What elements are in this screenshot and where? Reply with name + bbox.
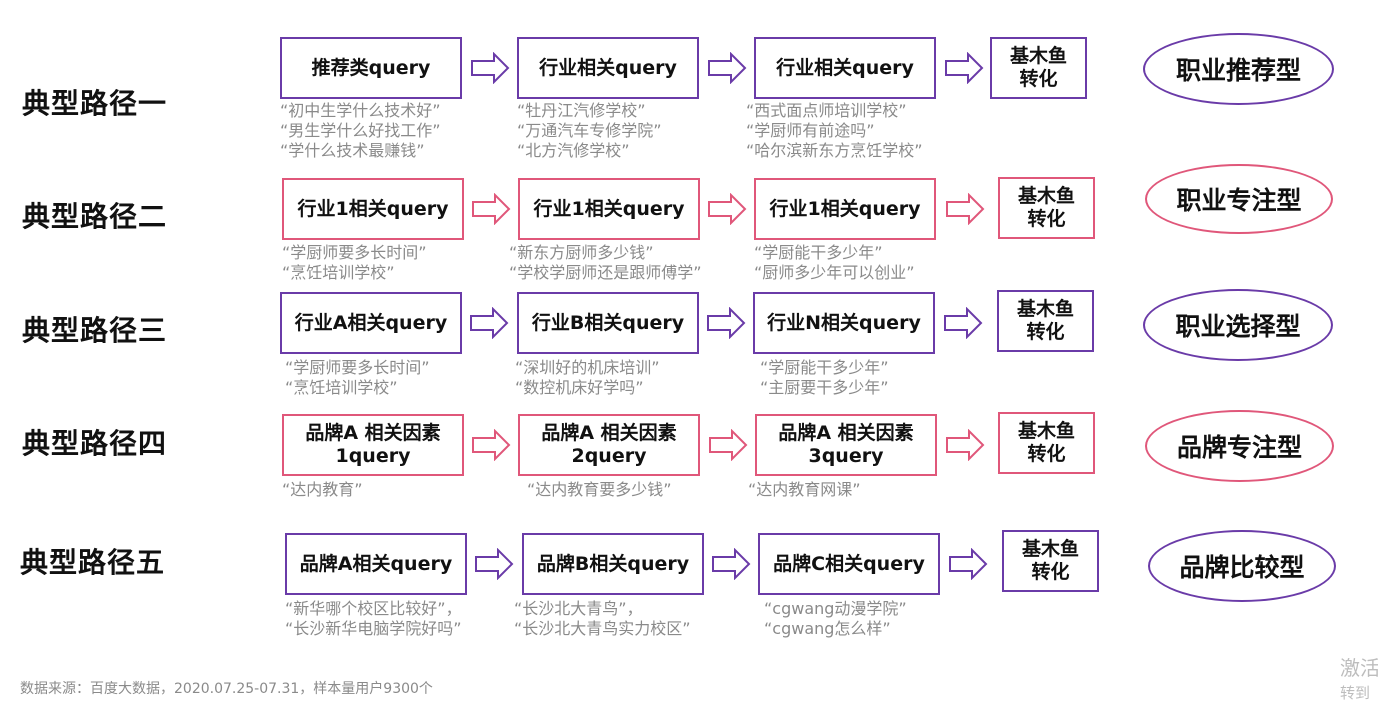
path-3-label: 典型路径三 <box>22 314 168 347</box>
data-source-footnote: 数据来源：百度大数据，2020.07.25-07.31，样本量用户9300个 <box>20 681 433 697</box>
example-query: “达内教育要多少钱” <box>527 480 672 499</box>
arrow-right-icon <box>472 429 511 461</box>
path-5-step-1-box: 品牌A相关query <box>285 533 467 595</box>
arrow-right-icon <box>945 52 984 84</box>
arrow-right-icon <box>707 307 746 339</box>
path-4-step-3-box: 品牌A 相关因素 3query <box>755 414 937 476</box>
path-2-step-3-box: 行业1相关query <box>754 178 936 240</box>
path-3-step-1-box: 行业A相关query <box>280 292 462 354</box>
path-5-step-2-box: 品牌B相关query <box>522 533 704 595</box>
path-1-step-2-box: 行业相关query <box>517 37 699 99</box>
path-2-step-2-examples: “新东方厨师多少钱” “学校学厨师还是跟师傅学” <box>509 243 702 283</box>
path-1-conversion-box: 基木鱼 转化 <box>990 37 1087 99</box>
arrow-right-icon <box>712 548 751 580</box>
example-query: “学厨能干多少年” <box>754 243 883 262</box>
path-3-step-3-examples: “学厨能干多少年” “主厨要干多少年” <box>760 358 889 398</box>
arrow-right-icon <box>470 307 509 339</box>
example-query: “学厨师要多长时间” <box>282 243 427 262</box>
path-3-step-2-examples: “深圳好的机床培训” “数控机床好学吗” <box>515 358 660 398</box>
arrow-right-icon <box>946 429 985 461</box>
example-query: “学什么技术最赚钱” <box>280 141 425 160</box>
path-1-step-2-examples: “牡丹江汽修学校” “万通汽车专修学院” “北方汽修学校” <box>517 101 662 161</box>
path-3-conversion-box: 基木鱼 转化 <box>997 290 1094 352</box>
arrow-right-icon <box>472 193 511 225</box>
path-2-conversion-box: 基木鱼 转化 <box>998 177 1095 239</box>
example-query: “西式面点师培训学校” <box>746 101 907 120</box>
path-2-step-1-examples: “学厨师要多长时间” “烹饪培训学校” <box>282 243 427 283</box>
path-2-label: 典型路径二 <box>22 200 168 233</box>
activation-watermark-line-2: 转到 <box>1340 684 1371 702</box>
example-query: “学厨能干多少年” <box>760 358 889 377</box>
path-5-step-3-box: 品牌C相关query <box>758 533 940 595</box>
path-5-conversion-box: 基木鱼 转化 <box>1002 530 1099 592</box>
example-query: “烹饪培训学校” <box>282 263 395 282</box>
path-1-step-3-examples: “西式面点师培训学校” “学厨师有前途吗” “哈尔滨新东方烹饪学校” <box>746 101 923 161</box>
path-3-step-1-examples: “学厨师要多长时间” “烹饪培训学校” <box>285 358 430 398</box>
arrow-right-icon <box>475 548 514 580</box>
arrow-right-icon <box>949 548 988 580</box>
example-query: “长沙北大青鸟”， <box>514 599 643 618</box>
path-5-step-3-examples: “cgwang动漫学院” “cgwang怎么样” <box>764 599 907 639</box>
example-query: “cgwang动漫学院” <box>764 599 907 618</box>
path-1-label: 典型路径一 <box>22 87 168 120</box>
path-4-step-1-examples: “达内教育” <box>282 480 363 500</box>
example-query: “烹饪培训学校” <box>285 378 398 397</box>
example-query: “长沙新华电脑学院好吗” <box>285 619 462 638</box>
path-1-step-1-examples: “初中生学什么技术好” “男生学什么好找工作” “学什么技术最赚钱” <box>280 101 441 161</box>
path-4-conversion-box: 基木鱼 转化 <box>998 412 1095 474</box>
example-query: “学厨师要多长时间” <box>285 358 430 377</box>
path-5-step-1-examples: “新华哪个校区比较好”， “长沙新华电脑学院好吗” <box>285 599 462 639</box>
arrow-right-icon <box>471 52 510 84</box>
example-query: “新华哪个校区比较好”， <box>285 599 462 618</box>
example-query: “万通汽车专修学院” <box>517 121 662 140</box>
example-query: “牡丹江汽修学校” <box>517 101 646 120</box>
example-query: “新东方厨师多少钱” <box>509 243 654 262</box>
example-query: “厨师多少年可以创业” <box>754 263 915 282</box>
path-1-step-3-box: 行业相关query <box>754 37 936 99</box>
arrow-right-icon <box>708 193 747 225</box>
arrow-right-icon <box>708 52 747 84</box>
example-query: “男生学什么好找工作” <box>280 121 441 140</box>
example-query: “达内教育” <box>282 480 363 499</box>
activation-watermark-line-1: 激活 <box>1340 656 1378 680</box>
path-2-step-1-box: 行业1相关query <box>282 178 464 240</box>
path-5-label: 典型路径五 <box>20 546 166 579</box>
path-2-type-oval: 职业专注型 <box>1145 164 1333 234</box>
path-5-step-2-examples: “长沙北大青鸟”， “长沙北大青鸟实力校区” <box>514 599 691 639</box>
path-4-step-2-examples: “达内教育要多少钱” <box>527 480 672 500</box>
path-4-step-1-box: 品牌A 相关因素 1query <box>282 414 464 476</box>
path-1-step-1-box: 推荐类query <box>280 37 462 99</box>
example-query: “哈尔滨新东方烹饪学校” <box>746 141 923 160</box>
example-query: “初中生学什么技术好” <box>280 101 441 120</box>
arrow-right-icon <box>709 429 748 461</box>
path-5-type-oval: 品牌比较型 <box>1148 530 1336 602</box>
example-query: “深圳好的机床培训” <box>515 358 660 377</box>
example-query: “数控机床好学吗” <box>515 378 644 397</box>
example-query: “北方汽修学校” <box>517 141 630 160</box>
example-query: “cgwang怎么样” <box>764 619 891 638</box>
path-2-step-3-examples: “学厨能干多少年” “厨师多少年可以创业” <box>754 243 915 283</box>
path-1-type-oval: 职业推荐型 <box>1143 33 1334 105</box>
path-4-step-3-examples: “达内教育网课” <box>748 480 861 500</box>
arrow-right-icon <box>946 193 985 225</box>
example-query: “达内教育网课” <box>748 480 861 499</box>
path-3-type-oval: 职业选择型 <box>1143 289 1333 361</box>
example-query: “学厨师有前途吗” <box>746 121 875 140</box>
path-3-step-2-box: 行业B相关query <box>517 292 699 354</box>
path-2-step-2-box: 行业1相关query <box>518 178 700 240</box>
path-3-step-3-box: 行业N相关query <box>753 292 935 354</box>
example-query: “长沙北大青鸟实力校区” <box>514 619 691 638</box>
example-query: “主厨要干多少年” <box>760 378 889 397</box>
arrow-right-icon <box>944 307 983 339</box>
path-4-label: 典型路径四 <box>22 427 168 460</box>
example-query: “学校学厨师还是跟师傅学” <box>509 263 702 282</box>
path-4-step-2-box: 品牌A 相关因素 2query <box>518 414 700 476</box>
path-4-type-oval: 品牌专注型 <box>1145 410 1334 482</box>
